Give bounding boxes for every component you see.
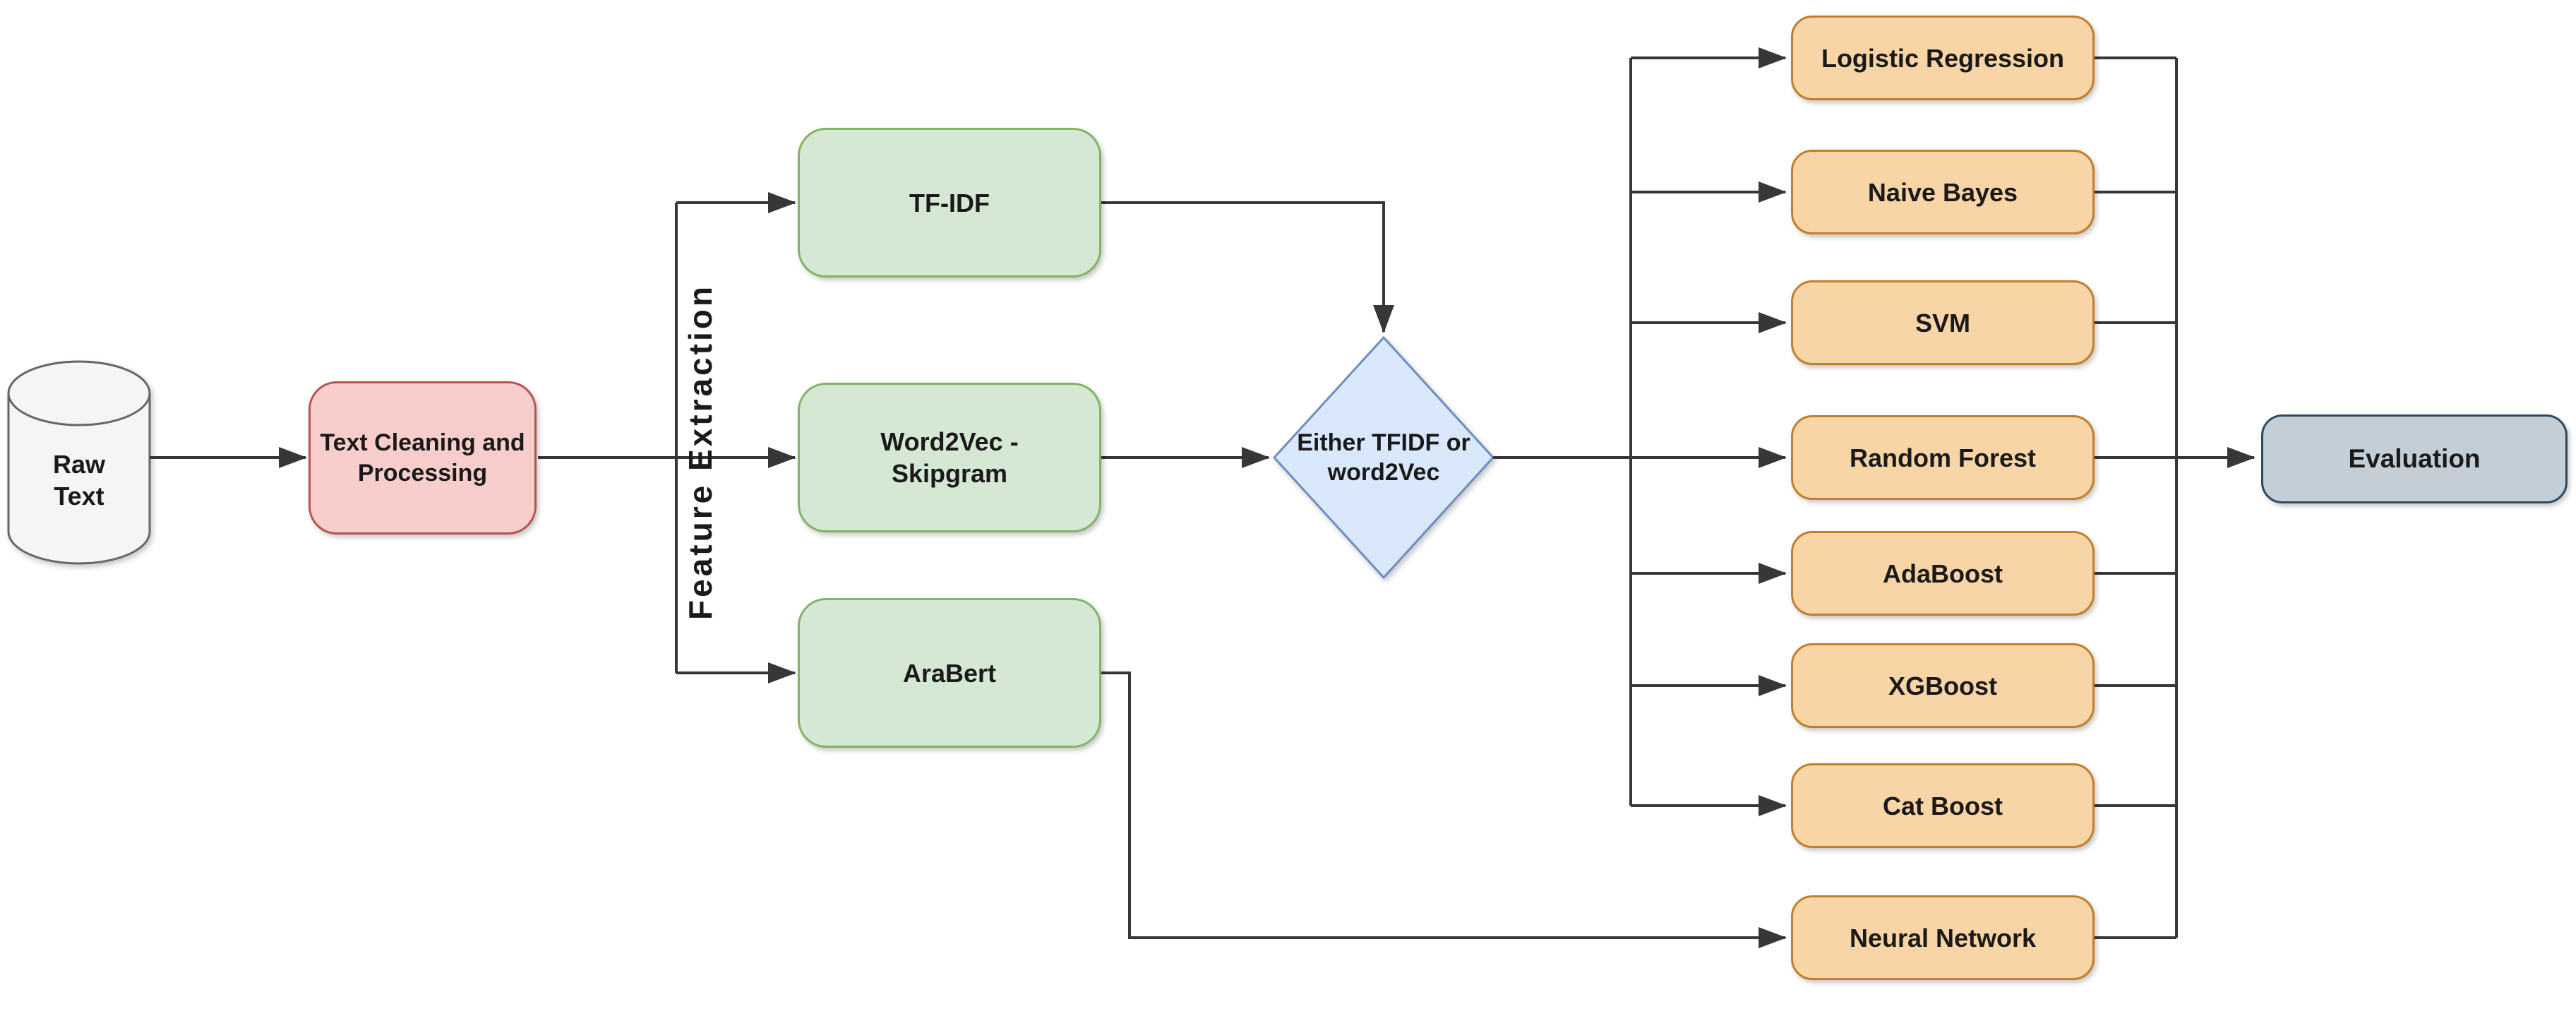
- node-arabert: AraBert: [798, 598, 1101, 748]
- text-cleaning-label: Text Cleaning and Processing: [320, 429, 525, 486]
- decision-diamond: Either TFIDF or word2Vec: [1278, 359, 1490, 556]
- node-tfidf: TF-IDF: [798, 128, 1101, 277]
- classifier-label: SVM: [1915, 308, 1970, 338]
- classifier-label: XGBoost: [1888, 671, 1997, 700]
- node-evaluation: Evaluation: [2261, 414, 2568, 503]
- classifier-label: Naive Bayes: [1867, 177, 2018, 207]
- arabert-label: AraBert: [902, 658, 997, 688]
- word2vec-label: Word2Vec - Skipgram: [880, 427, 1019, 488]
- node-raw-text: Raw Text: [23, 417, 136, 544]
- node-word2vec: Word2Vec - Skipgram: [798, 383, 1101, 532]
- classifier-label: Logistic Regression: [1821, 43, 2065, 73]
- connector-tfidf-to-diamond: [1101, 201, 1394, 333]
- evaluation-label: Evaluation: [2348, 443, 2481, 473]
- feature-extraction-label: Feature Extraction: [682, 284, 719, 620]
- decision-label: Either TFIDF or word2Vec: [1297, 429, 1470, 486]
- node-cat-boost: Cat Boost: [1791, 763, 2095, 848]
- node-neural-network: Neural Network: [1791, 895, 2095, 980]
- node-naive-bayes: Naive Bayes: [1791, 150, 2095, 234]
- classifier-label: Cat Boost: [1883, 791, 2003, 820]
- connector-arabert-to-neural-network: [1101, 671, 1787, 948]
- node-text-cleaning: Text Cleaning and Processing: [308, 381, 537, 535]
- node-svm: SVM: [1791, 280, 2095, 365]
- classifier-label: Random Forest: [1849, 443, 2037, 472]
- raw-text-label: Raw Text: [52, 450, 106, 511]
- neural-network-label: Neural Network: [1849, 923, 2037, 953]
- node-logistic-regression: Logistic Regression: [1791, 16, 2095, 100]
- tfidf-label: TF-IDF: [909, 188, 990, 217]
- node-adaboost: AdaBoost: [1791, 531, 2095, 616]
- node-xgboost: XGBoost: [1791, 643, 2095, 728]
- node-random-forest: Random Forest: [1791, 415, 2095, 500]
- database-cylinder-shape: [7, 360, 151, 565]
- classifier-label: AdaBoost: [1883, 559, 2003, 588]
